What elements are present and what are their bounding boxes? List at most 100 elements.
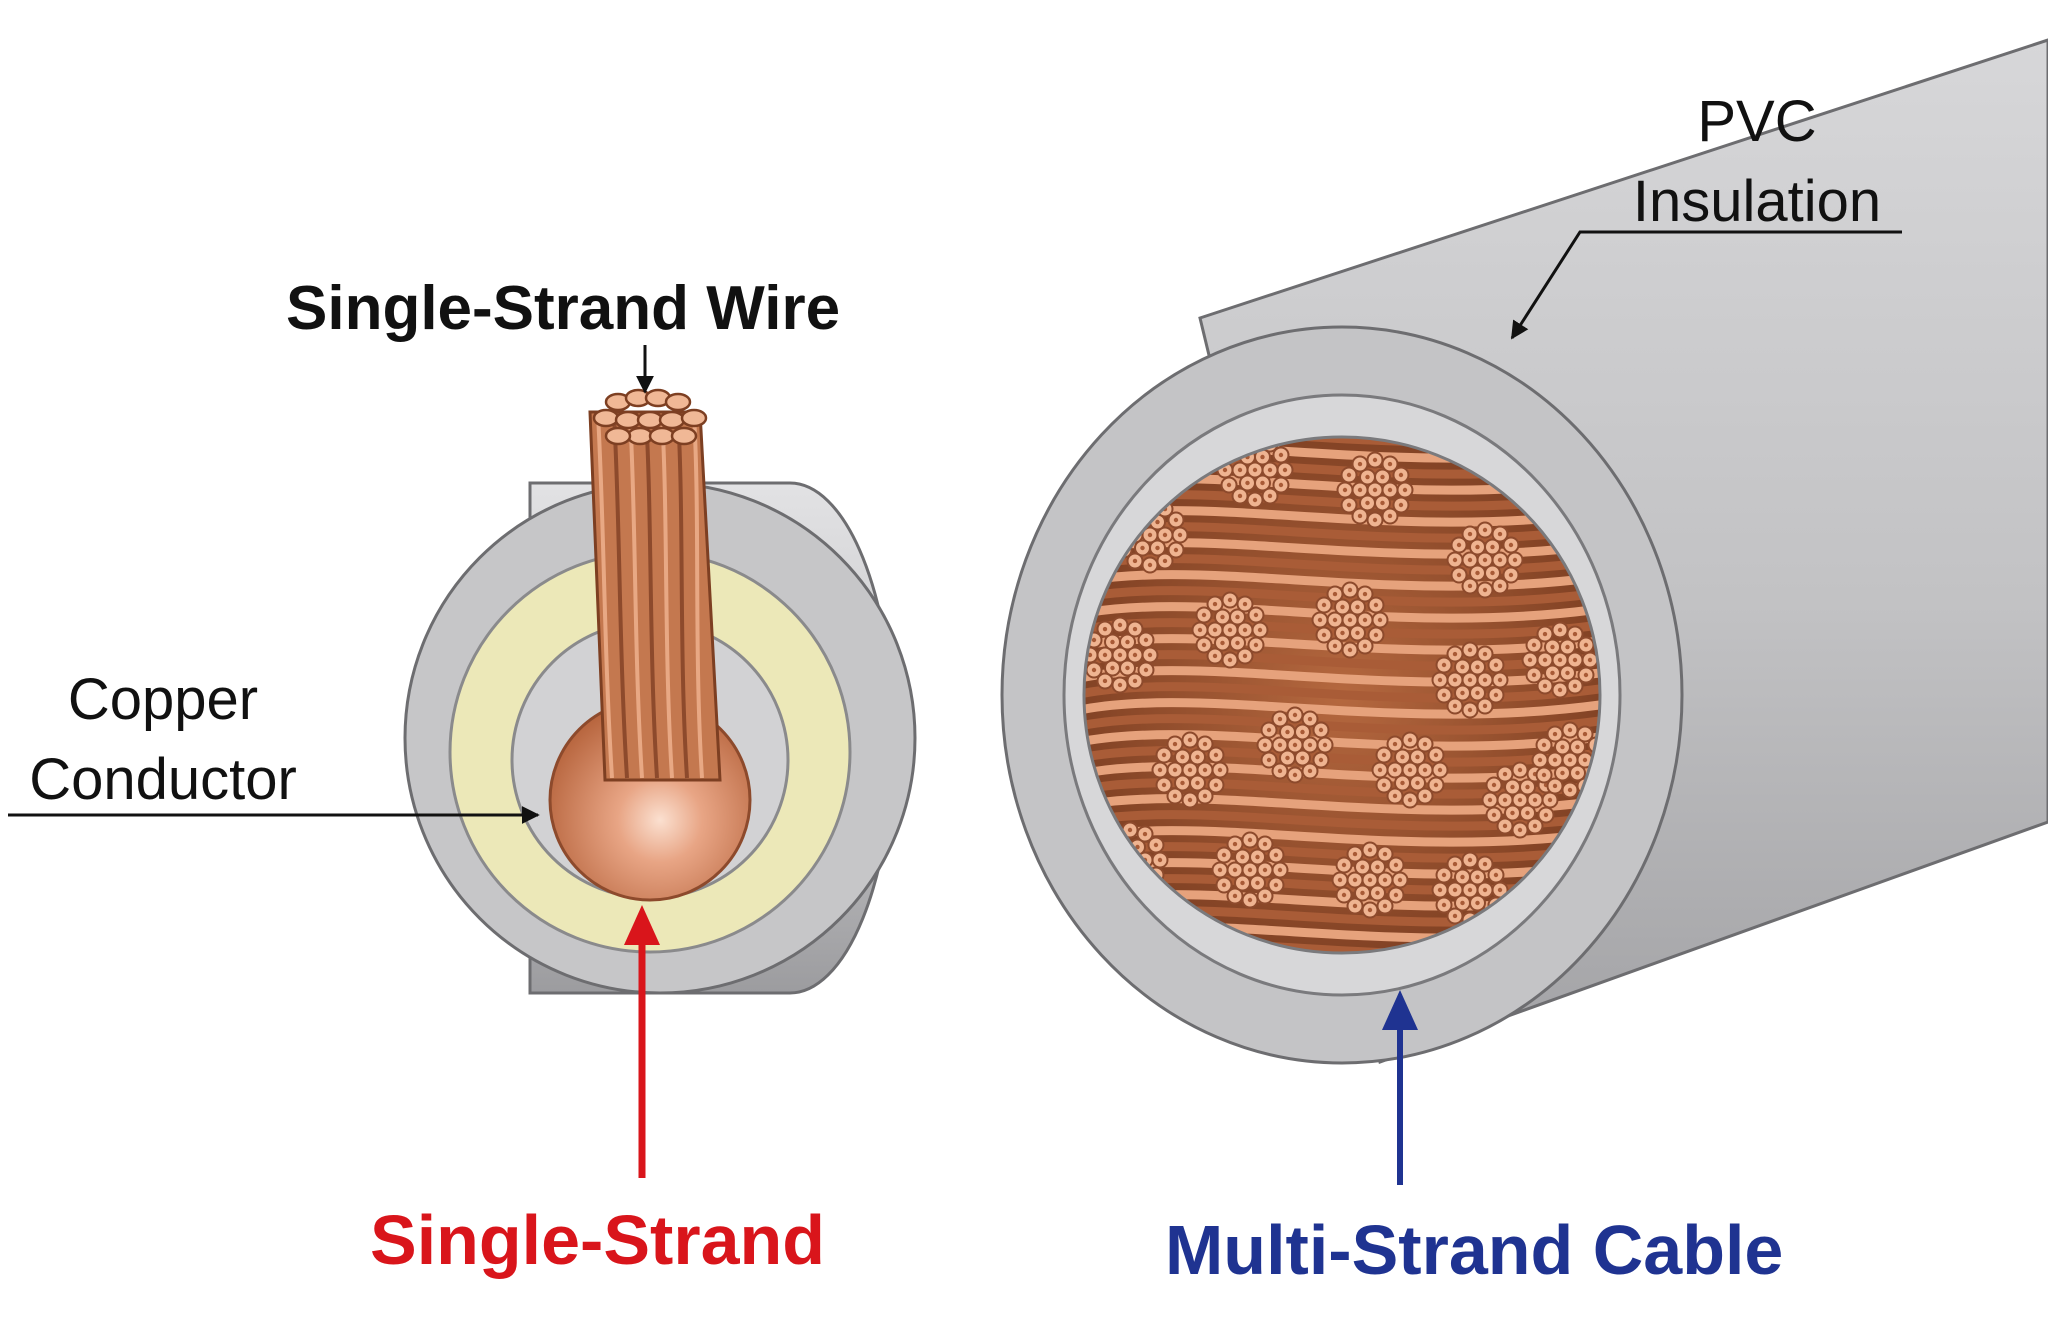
strand-end-dot: [1456, 542, 1462, 548]
strand-end-dot: [1377, 767, 1383, 773]
strand-end-dot: [1262, 742, 1268, 748]
strand-end-dot: [1487, 797, 1493, 803]
cable-strand-streak: [1084, 681, 1600, 703]
strand-end-dot: [1173, 547, 1179, 553]
strand-end-dot: [1362, 643, 1368, 649]
strand-end-dot: [1352, 903, 1358, 909]
strand-end-dot: [1407, 737, 1413, 743]
strand-end-dot: [1397, 877, 1403, 883]
strand-end-dot: [1357, 513, 1363, 519]
strand-end-dot: [1285, 755, 1290, 761]
strand-end-dot: [1322, 742, 1328, 748]
strand-end-dot: [1340, 604, 1345, 610]
strand-end-dot: [1517, 827, 1523, 833]
strand-end-dot: [1490, 544, 1495, 550]
strand-end-dot: [1452, 703, 1458, 709]
strand-end-dot: [1253, 612, 1259, 618]
strand-end-dot: [1195, 754, 1200, 760]
strand-end-dot: [1172, 793, 1178, 799]
strand-end-dot: [1357, 487, 1363, 493]
strand-end-dot: [1187, 797, 1193, 803]
strand-end-dot: [1452, 677, 1458, 683]
strand-end-dot: [1242, 653, 1248, 659]
strand-end-dot: [1433, 752, 1439, 758]
strand-end-dot: [1340, 630, 1345, 636]
strand-end-dot: [1392, 767, 1398, 773]
strand-end-dot: [1460, 664, 1465, 670]
strand-end-dot: [1367, 907, 1373, 913]
strand-end-dot: [1173, 517, 1179, 523]
strand-tip: [626, 426, 654, 446]
strand-end-dot: [1482, 861, 1488, 867]
strand-end-dot: [1510, 810, 1515, 816]
strand-end-dot: [1346, 502, 1352, 508]
strand-end-dot: [1132, 678, 1138, 684]
copper-conductor-label-line2: Conductor: [29, 747, 297, 812]
left-strand-bundle: [588, 388, 722, 782]
strand-end-dot: [1567, 727, 1573, 733]
strand-end-dot: [1567, 757, 1573, 763]
strand-end-dot: [1132, 558, 1138, 564]
cable-strand-streak: [1084, 569, 1600, 591]
strand-end-dot: [1102, 652, 1108, 658]
strand-end-dot: [1452, 887, 1458, 893]
strand-end-dot: [1240, 854, 1245, 860]
strand-end-dot: [1552, 783, 1558, 789]
strand-end-dot: [1381, 752, 1387, 758]
strand-end-dot: [1332, 591, 1338, 597]
strand-end-dot: [1135, 844, 1140, 850]
strand-end-dot: [1202, 741, 1208, 747]
strand-end-dot: [1372, 517, 1378, 523]
strand-end-dot: [1587, 657, 1593, 663]
strand-end-dot: [1277, 742, 1283, 748]
strand-end-dot: [1202, 793, 1208, 799]
strand-end-dot: [1532, 797, 1538, 803]
strand-end-dot: [1493, 872, 1499, 878]
strand-end-dot: [1232, 867, 1238, 873]
strand-end-dot: [1441, 902, 1447, 908]
strand-end-dot: [1262, 893, 1268, 899]
strand-end-dot: [1242, 601, 1248, 607]
strand-end-dot: [1467, 583, 1473, 589]
strand-end-dot: [1482, 651, 1488, 657]
strand-end-dot: [1541, 772, 1547, 778]
strand-line: [692, 414, 704, 779]
strand-end-dot: [1583, 642, 1589, 648]
strand-end-dot: [1262, 867, 1268, 873]
strand-end-dot: [1201, 612, 1207, 618]
multi-strand-cable-caption: Multi-Strand Cable: [1165, 1211, 1784, 1289]
strand-end-dot: [1213, 752, 1219, 758]
strand-end-dot: [1273, 882, 1279, 888]
strand-end-dot: [1547, 797, 1553, 803]
strand-end-dot: [1226, 482, 1232, 488]
strand-end-dot: [1180, 780, 1185, 786]
strand-end-dot: [1341, 862, 1347, 868]
strand-end-dot: [1212, 627, 1218, 633]
strand-end-dot: [1491, 782, 1497, 788]
strand-end-dot: [1572, 631, 1578, 637]
strand-end-dot: [1352, 851, 1358, 857]
strand-end-dot: [1217, 767, 1223, 773]
strand-end-dot: [1153, 842, 1159, 848]
strand-end-dot: [1125, 665, 1130, 671]
strand-end-dot: [1102, 626, 1108, 632]
strand-end-dot: [1398, 472, 1404, 478]
strand-end-dot: [1542, 657, 1548, 663]
strand-end-dot: [1482, 527, 1488, 533]
strand-end-dot: [1482, 677, 1488, 683]
strand-end-dot: [1362, 617, 1368, 623]
strand-end-dot: [1493, 692, 1499, 698]
strand-end-dot: [1273, 852, 1279, 858]
strand-end-dot: [1475, 570, 1480, 576]
strand-end-dot: [1398, 502, 1404, 508]
strand-end-dot: [1232, 841, 1238, 847]
strand-end-dot: [1387, 461, 1393, 467]
strand-end-dot: [1542, 683, 1548, 689]
strand-end-dot: [1212, 601, 1218, 607]
strand-end-dot: [1277, 716, 1283, 722]
strand-end-dot: [1180, 754, 1185, 760]
strand-end-dot: [1382, 903, 1388, 909]
strand-end-dot: [1497, 557, 1503, 563]
strand-end-dot: [1232, 893, 1238, 899]
strand-end-dot: [1172, 767, 1178, 773]
